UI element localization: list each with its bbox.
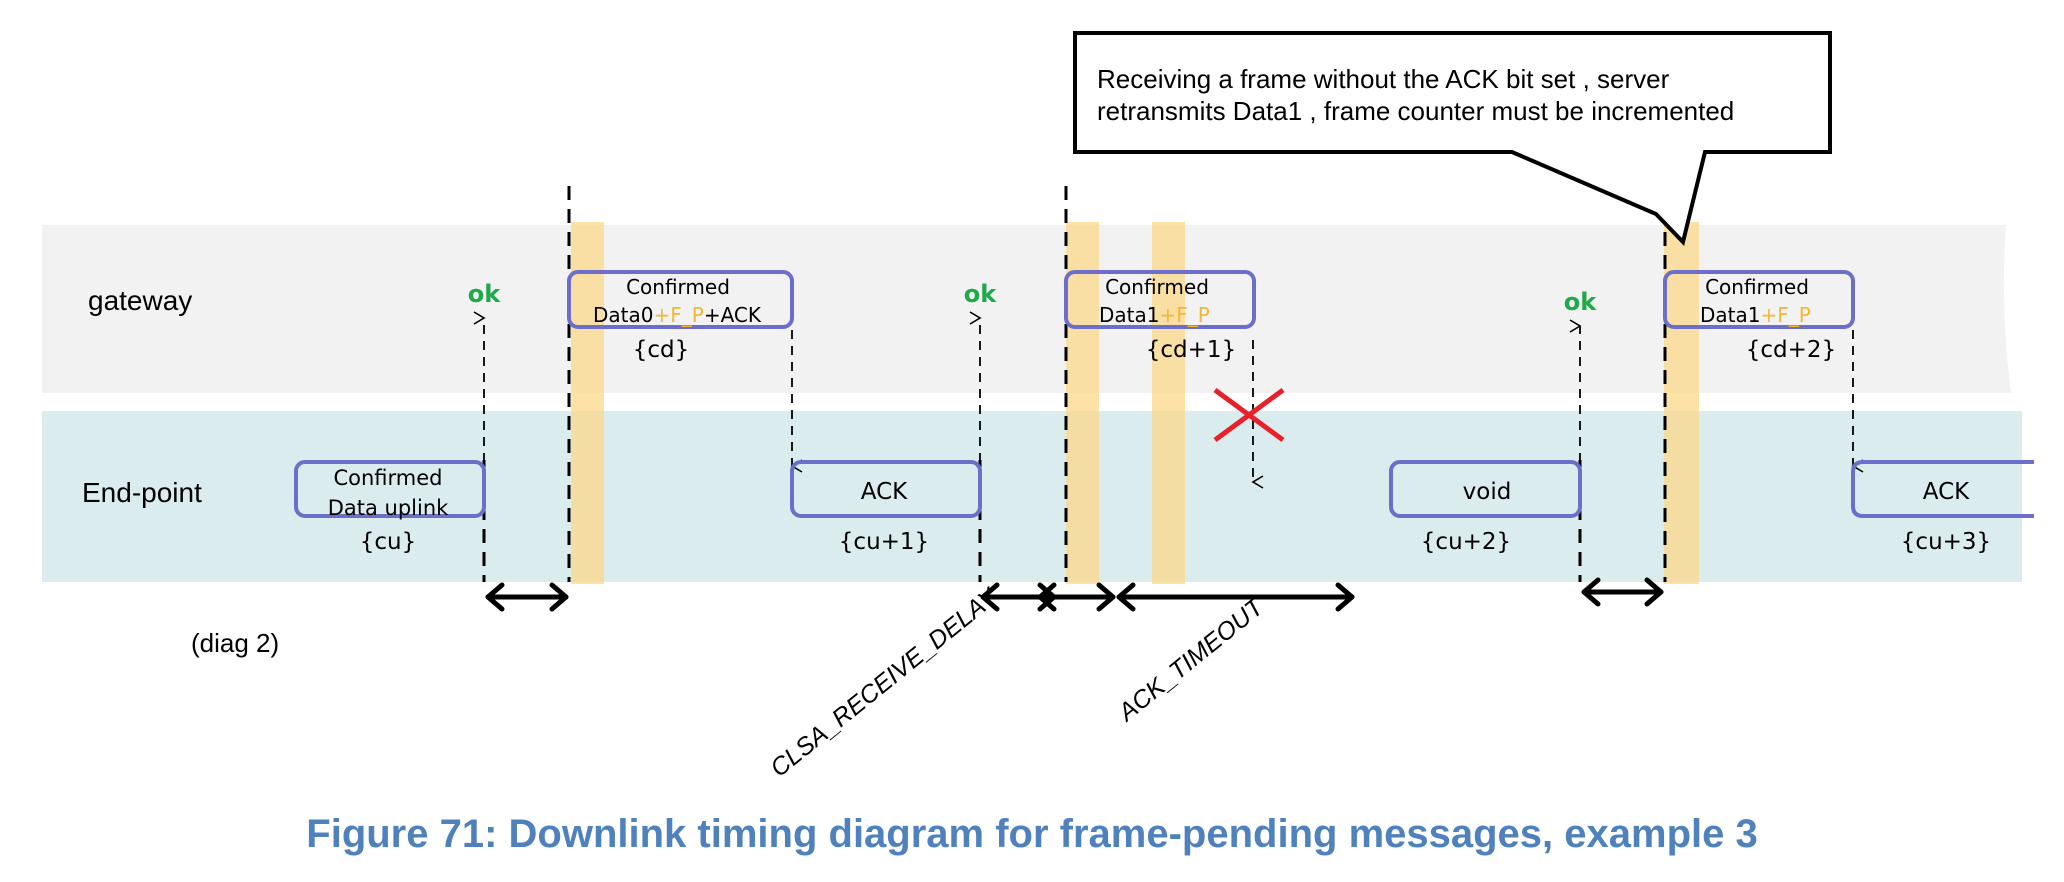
frame-counter: {cu+3} xyxy=(1901,529,1991,555)
receive-delay-double-arrow xyxy=(980,582,1116,612)
frame-label: Confirmed xyxy=(1105,275,1209,299)
uplink-frame-box-open xyxy=(1851,460,2034,518)
receive-window-bar xyxy=(571,222,604,584)
gateway-lane xyxy=(42,225,2011,393)
receive-delay-label: CLSA_RECEIVE_DELAY xyxy=(765,581,1004,782)
callout: Receiving a frame without the ACK bit se… xyxy=(1073,31,1832,247)
frame-label: ACK xyxy=(1923,479,1970,505)
ack-timeout-double-arrow xyxy=(1116,582,1355,612)
frame-label: Confirmed xyxy=(626,275,730,299)
uplink-frame-box xyxy=(294,460,486,518)
frame-counter: {cu+1} xyxy=(839,529,929,555)
frame-counter: {cd+2} xyxy=(1746,337,1836,363)
downlink-frame-box xyxy=(1064,270,1256,329)
callout-text: Receiving a frame without the ACK bit se… xyxy=(1097,64,1670,94)
frame-counter: {cu} xyxy=(360,529,417,555)
frame-label: Confirmed xyxy=(1705,275,1809,299)
callout-text: retransmits Data1 , frame counter must b… xyxy=(1097,96,1734,126)
frame-label: void xyxy=(1463,479,1512,505)
frame-label: Data0+F_P+ACK xyxy=(593,303,762,327)
uplink-frame-box xyxy=(790,460,982,518)
ok-label: ok xyxy=(1564,288,1597,316)
figure-caption: Figure 71: Downlink timing diagram for f… xyxy=(306,812,1758,856)
ack-timeout-label: ACK_TIMEOUT xyxy=(1112,592,1271,728)
frame-counter: {cd+1} xyxy=(1146,337,1236,363)
endpoint-lane-label: End-point xyxy=(82,477,202,508)
gateway-lane-label: gateway xyxy=(88,285,192,316)
frame-label: Data uplink xyxy=(328,496,449,520)
receive-window-bar xyxy=(1066,222,1099,584)
delay-double-arrow xyxy=(485,582,569,612)
frame-label: Data1+F_P xyxy=(1099,303,1210,327)
delay-double-arrow xyxy=(1581,577,1664,607)
frame-label: Data1+F_P xyxy=(1700,303,1811,327)
downlink-frame-box xyxy=(1663,270,1855,329)
receive-window-bar xyxy=(1664,222,1699,584)
frame-label: ACK xyxy=(861,479,908,505)
ok-label: ok xyxy=(468,280,501,308)
receive-window-bar xyxy=(1152,222,1185,584)
frame-lost-icon xyxy=(1213,387,1285,443)
frame-label: Confirmed xyxy=(333,466,442,490)
frame-counter: {cu+2} xyxy=(1421,529,1511,555)
ok-label: ok xyxy=(964,280,997,308)
frame-counter: {cd} xyxy=(633,337,690,363)
diag-label: (diag 2) xyxy=(191,628,279,658)
downlink-frame-box xyxy=(567,270,794,329)
uplink-frame-box xyxy=(1389,460,1582,518)
